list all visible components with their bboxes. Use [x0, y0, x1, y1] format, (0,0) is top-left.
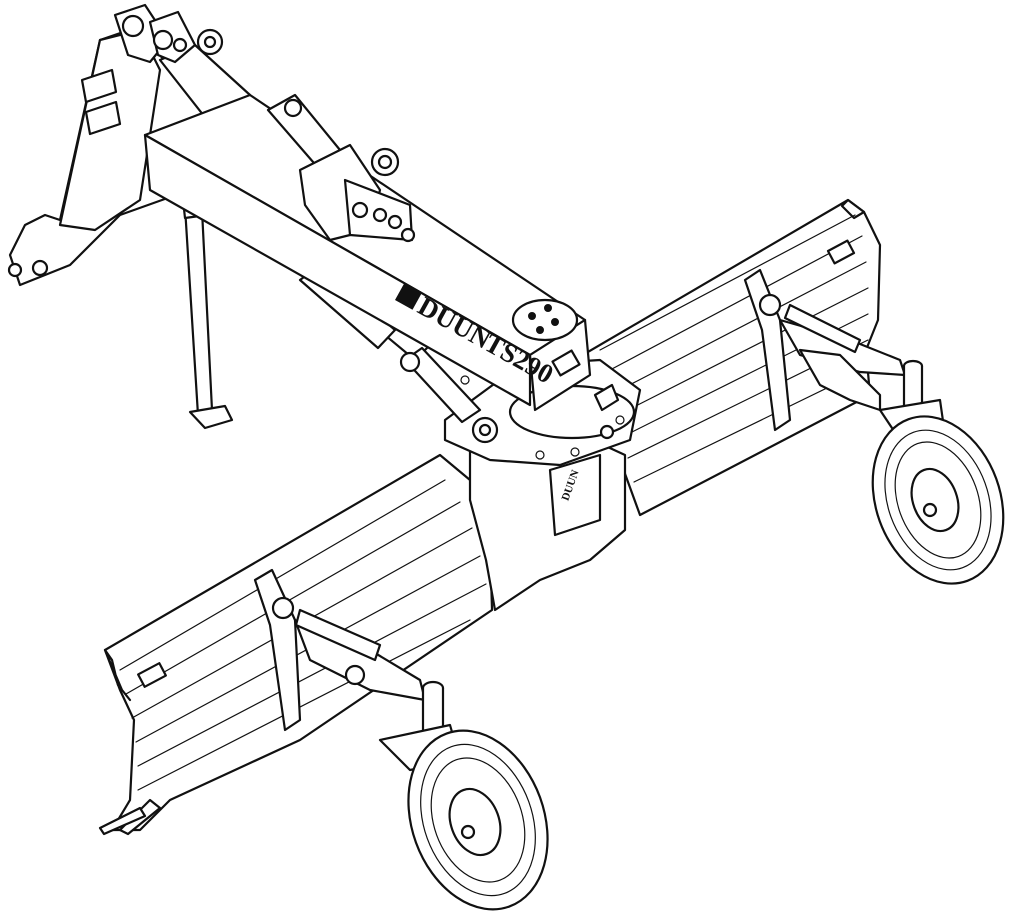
hydraulic-valve-block	[266, 93, 416, 243]
a-frame-hitch	[7, 3, 252, 287]
left-wheel-assembly	[253, 568, 549, 911]
right-wheel-assembly	[743, 268, 1005, 585]
main-beam: DUUN TS290	[143, 93, 592, 412]
brand-logo-mark	[395, 282, 423, 310]
right-wheel-hub	[910, 467, 960, 533]
left-wheel-hub	[448, 787, 502, 857]
